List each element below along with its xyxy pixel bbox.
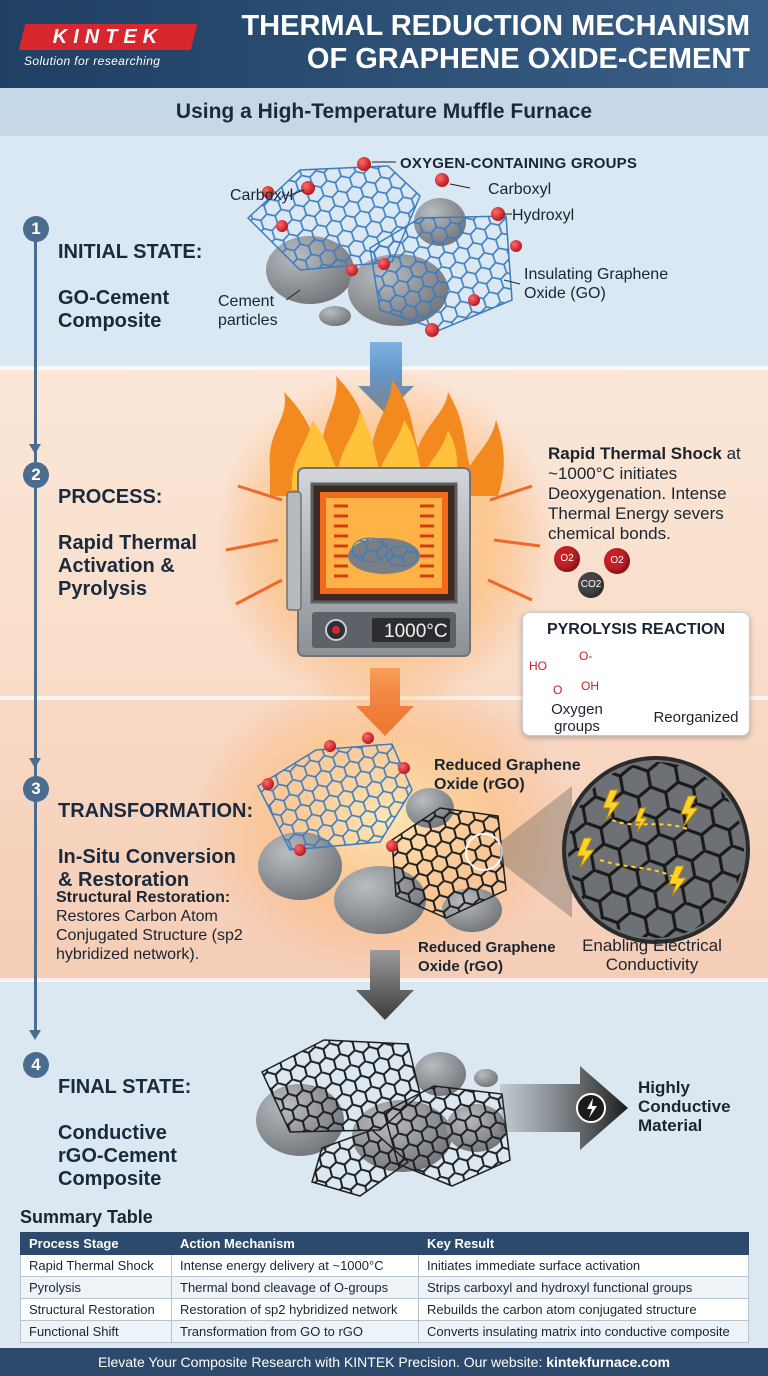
table-row: Structural Restoration Restoration of sp… <box>20 1298 749 1321</box>
step-subheading: GO-Cement Composite <box>58 287 170 332</box>
carboxyl-label: Carboxyl <box>488 181 552 198</box>
timeline-arrow <box>29 758 41 768</box>
step-number: 2 <box>23 462 49 488</box>
oxygen-groups-label: OXYGEN-CONTAINING GROUPS <box>400 155 638 172</box>
molecule-label: O- <box>579 649 593 663</box>
carboxyl-label: Carboxyl <box>230 187 294 204</box>
step-number: 4 <box>23 1052 49 1078</box>
step-title: PROCESS: Rapid Thermal Activation & Pyro… <box>58 463 197 601</box>
footer-text: Elevate Your Composite Research with KIN… <box>0 1354 768 1370</box>
brand-logo[interactable]: KINTEK <box>52 26 164 48</box>
rgo-label: Reduced Graphene Oxide (rGO) <box>434 757 581 793</box>
summary-table: Process Stage Action Mechanism Key Resul… <box>20 1232 749 1343</box>
header: KINTEK Solution for researching THERMAL … <box>0 0 768 88</box>
step-title: INITIAL STATE: GO-Cement Composite <box>58 218 202 333</box>
rgo-label: Reduced Graphene Oxide (rGO) <box>418 939 556 975</box>
step-number: 3 <box>23 776 49 802</box>
insulating-go-label: Insulating Graphene Oxide (GO) <box>524 266 669 302</box>
result-arrow <box>500 1066 628 1150</box>
column-header: Action Mechanism <box>171 1232 419 1255</box>
step-subheading: In-Situ Conversion & Restoration <box>58 846 236 891</box>
column-header: Key Result <box>418 1232 749 1255</box>
step-subheading: Conductive rGO-Cement Composite <box>58 1122 177 1190</box>
page-subtitle: Using a High-Temperature Muffle Furnace <box>175 100 593 123</box>
heat-rays <box>225 484 541 606</box>
step-heading: INITIAL STATE: <box>58 241 203 263</box>
step-number: 1 <box>23 216 49 242</box>
table-cell: Functional Shift <box>20 1320 172 1343</box>
furnace-temperature-display: 1000°C <box>384 621 448 642</box>
timeline-line <box>34 236 37 1036</box>
table-cell: Rebuilds the carbon atom conjugated stru… <box>418 1298 749 1321</box>
structural-restoration-text: Restores Carbon Atom Conjugated Structur… <box>56 908 243 963</box>
table-cell: Initiates immediate surface activation <box>418 1254 749 1277</box>
hydroxyl-label: Hydroxyl <box>512 207 575 224</box>
table-row: Pyrolysis Thermal bond cleavage of O-gro… <box>20 1276 749 1299</box>
footer-message: Elevate Your Composite Research with KIN… <box>98 1354 547 1370</box>
structural-restoration-description: Structural Restoration: Restores Carbon … <box>56 888 296 964</box>
conductivity-caption: Enabling Electrical Conductivity <box>582 936 722 974</box>
thermal-shock-description: Rapid Thermal Shock at ~1000°C initiates… <box>548 444 744 544</box>
table-cell: Structural Restoration <box>20 1298 172 1321</box>
table-cell: Transformation from GO to rGO <box>171 1320 419 1343</box>
website-link[interactable]: kintekfurnace.com <box>546 1354 670 1370</box>
table-cell: Rapid Thermal Shock <box>20 1254 172 1277</box>
muffle-furnace-illustration <box>214 370 554 710</box>
molecule-label: HO <box>529 659 547 673</box>
table-header-row: Process Stage Action Mechanism Key Resul… <box>20 1232 749 1255</box>
table-row: Functional Shift Transformation from GO … <box>20 1320 749 1343</box>
table-cell: Intense energy delivery at ~1000°C <box>171 1254 419 1277</box>
process-illustration <box>194 157 750 1197</box>
thermal-shock-heading: Rapid Thermal Shock <box>548 444 722 463</box>
column-header: Process Stage <box>20 1232 172 1255</box>
step-subheading: Rapid Thermal Activation & Pyrolysis <box>58 532 197 600</box>
structural-restoration-heading: Structural Restoration: <box>56 889 231 906</box>
footer <box>0 1348 768 1376</box>
molecule-label: OH <box>581 679 599 693</box>
carbon-dioxide-bubble: CO2 <box>578 572 604 598</box>
reorganized-caption: Reorganized <box>653 709 739 726</box>
table-cell: Strips carboxyl and hydroxyl functional … <box>418 1276 749 1299</box>
cement-particles-label: Cement particles <box>218 293 278 329</box>
summary-table-heading: Summary Table <box>20 1207 153 1227</box>
step-title: FINAL STATE: Conductive rGO-Cement Compo… <box>58 1053 191 1191</box>
brand-tagline: Solution for researching <box>24 54 161 68</box>
thermal-shock-text: at ~1000°C initiates Deoxygenation. Inte… <box>548 444 741 543</box>
step-heading: TRANSFORMATION: <box>58 800 254 822</box>
step-heading: FINAL STATE: <box>58 1076 192 1098</box>
pyrolysis-title: PYROLYSIS REACTION <box>546 621 726 638</box>
table-cell: Pyrolysis <box>20 1276 172 1299</box>
step-title: TRANSFORMATION: In-Situ Conversion & Res… <box>58 777 253 892</box>
timeline-arrow <box>29 444 41 454</box>
oxygen-gas-bubble: O2 <box>554 546 580 572</box>
oxygen-gas-bubble: O2 <box>604 548 630 574</box>
flow-arrow-down <box>356 950 414 1020</box>
molecule-label: O <box>553 683 563 697</box>
rgo-cement-composite-illustration <box>256 1039 628 1197</box>
pyrolysis-reaction-panel: PYROLYSIS REACTION HO O- O OH Oxygen gro… <box>522 612 750 736</box>
table-row: Rapid Thermal Shock Intense energy deliv… <box>20 1254 749 1277</box>
oxygen-groups-caption: Oxygen groups <box>551 701 603 735</box>
go-cement-illustration <box>246 157 522 337</box>
step-heading: PROCESS: <box>58 486 163 508</box>
timeline-arrow <box>29 1030 41 1040</box>
table-cell: Thermal bond cleavage of O-groups <box>171 1276 419 1299</box>
table-cell: Restoration of sp2 hybridized network <box>171 1298 419 1321</box>
rgo-transformation-illustration <box>194 670 750 970</box>
table-cell: Converts insulating matrix into conducti… <box>418 1320 749 1343</box>
subtitle-bar <box>0 88 768 136</box>
highly-conductive-label: Highly Conductive Material <box>638 1078 731 1135</box>
page-title: THERMAL REDUCTION MECHANISM OF GRAPHENE … <box>241 10 750 75</box>
